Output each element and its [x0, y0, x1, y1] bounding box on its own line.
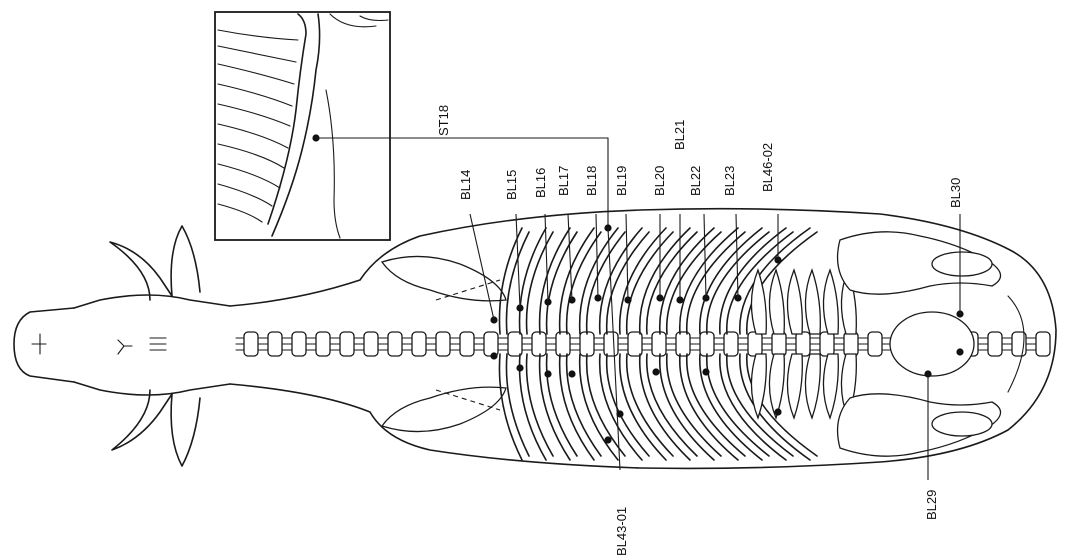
label-bl46-02: BL46-02 — [760, 143, 775, 192]
muzzle-outline — [14, 308, 74, 382]
sacrum — [890, 312, 974, 376]
label-ST18: ST18 — [436, 105, 451, 136]
label-bl16: BL16 — [533, 168, 548, 198]
acupoint-marker-bl30-2 — [956, 348, 963, 355]
label-bl43-01: BL43-01 — [614, 507, 629, 556]
label-bl14: BL14 — [458, 170, 473, 200]
label-bl17: BL17 — [556, 166, 571, 196]
inset-panel: ST18 — [215, 12, 608, 240]
ear-upper — [171, 226, 200, 296]
hip-joint-lower — [932, 412, 992, 436]
label-bl20: BL20 — [652, 166, 667, 196]
horn-lower — [112, 390, 172, 450]
cow-body — [14, 209, 1056, 469]
hip-joint-upper — [932, 252, 992, 276]
acupoint-marker-bl16-2 — [544, 370, 551, 377]
acupoint-bl14: BL14 — [458, 170, 498, 360]
acupoint-marker-bl43-01-3 — [604, 436, 611, 443]
label-bl15: BL15 — [504, 170, 519, 200]
scapula-upper — [382, 256, 506, 300]
label-bl18: BL18 — [584, 166, 599, 196]
leader-line-bl17 — [568, 214, 572, 300]
ear-lower — [171, 394, 200, 466]
leader-line-bl16 — [545, 214, 548, 302]
acupoint-bl43-01: BL43-01 — [604, 224, 629, 556]
label-bl29: BL29 — [924, 490, 939, 520]
label-bl22: BL22 — [688, 166, 703, 196]
scapula-lower — [382, 387, 506, 431]
leader-line-bl22 — [704, 214, 706, 298]
leader-line-bl23 — [736, 214, 738, 298]
acupoint-marker-bl14-2 — [490, 352, 497, 359]
label-bl19: BL19 — [614, 166, 629, 196]
label-bl23: BL23 — [722, 166, 737, 196]
label-bl21: BL21 — [672, 120, 687, 150]
leader-line-bl18 — [596, 214, 598, 298]
head-outline — [74, 295, 230, 395]
acupoint-marker-bl46-02-2 — [774, 408, 781, 415]
acupoint-marker-bl17-2 — [568, 370, 575, 377]
acupoint-marker-bl20-2 — [652, 368, 659, 375]
leader-line-bl14 — [470, 214, 494, 320]
horn-upper — [110, 242, 172, 300]
label-bl30: BL30 — [948, 178, 963, 208]
acupoint-marker-bl22-2 — [702, 368, 709, 375]
acupoint-marker-bl15-2 — [516, 364, 523, 371]
inset-frame — [215, 12, 390, 240]
